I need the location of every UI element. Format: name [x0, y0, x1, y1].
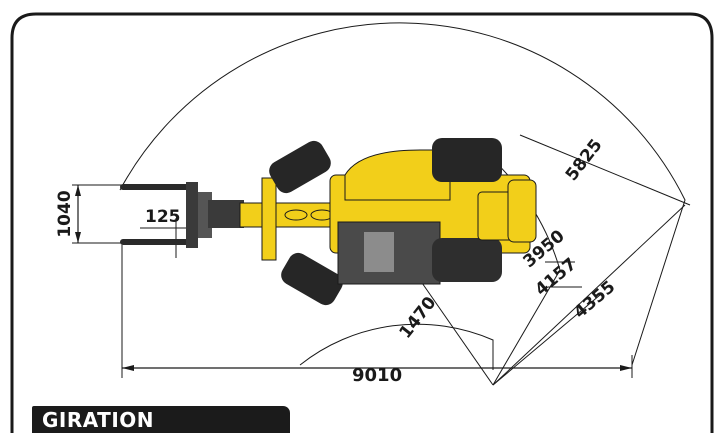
outer-swing-arc: [119, 22, 686, 366]
arrow-1040-top: [75, 185, 81, 196]
dim-label-125: 125: [145, 207, 181, 227]
machine-top-view: [120, 138, 537, 306]
dim-label-1470: 1470: [396, 293, 441, 343]
front-tire-top: [269, 140, 331, 194]
arrow-1040-bottom: [75, 232, 81, 243]
rear-tire-bottom: [432, 238, 502, 282]
fork-carriage: [186, 182, 198, 248]
arrow-9010-left: [122, 365, 134, 371]
fork-top: [120, 184, 192, 190]
front-tire-bottom: [281, 252, 343, 306]
section-label: GIRATION: [32, 406, 290, 433]
boom-head: [208, 200, 244, 228]
dim-line-radius-a: [492, 269, 561, 386]
dim-line-4355: [492, 204, 686, 386]
boom-slot-1: [284, 209, 308, 221]
arrow-9010-right: [620, 365, 632, 371]
frame-border: [10, 12, 714, 433]
dim-label-9010: 9010: [352, 365, 402, 386]
dim-label-4355: 4355: [570, 277, 619, 323]
dim-line-1470: [419, 279, 494, 386]
front-axle: [261, 177, 277, 261]
cab-window: [364, 232, 394, 272]
dim-label-1040: 1040: [55, 190, 75, 237]
inner-swing-arc: [299, 323, 494, 370]
dim-line-5825: [519, 134, 691, 206]
fork-bottom: [120, 239, 192, 245]
section-title: GIRATION: [42, 408, 155, 432]
dim-line-radius-b: [492, 294, 601, 386]
rear-tire-top: [432, 138, 502, 182]
rear-tire-right: [507, 179, 537, 243]
dim-label-5825: 5825: [562, 135, 607, 185]
